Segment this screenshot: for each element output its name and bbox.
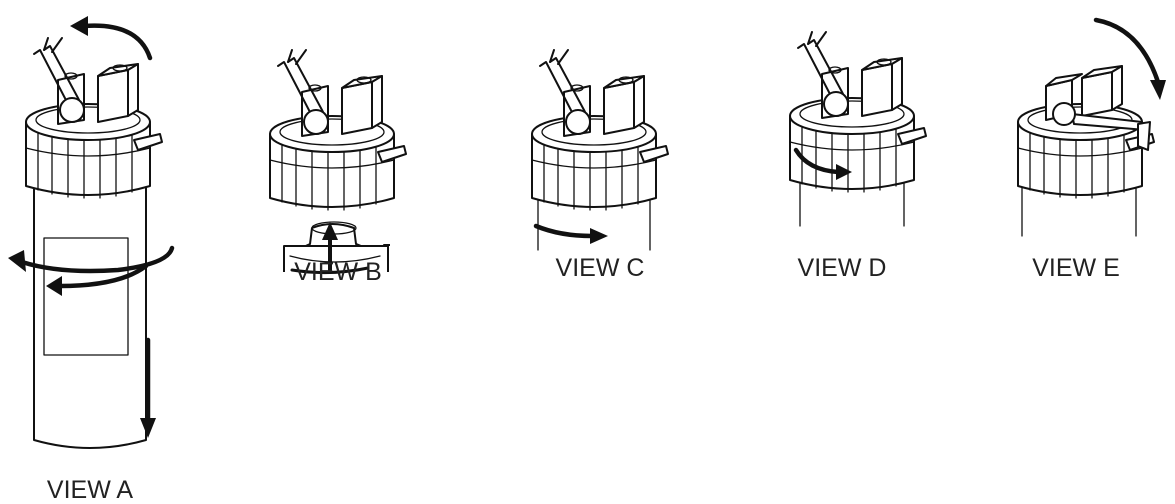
- view-d-label: VIEW D: [798, 254, 887, 282]
- view-c-label: VIEW C: [556, 254, 645, 282]
- view-a-figure: [8, 16, 175, 449]
- view-d-figure: [789, 31, 927, 227]
- view-c-figure: [531, 49, 669, 251]
- view-a-label: VIEW A: [47, 476, 133, 504]
- view-b-label: VIEW B: [294, 258, 382, 286]
- view-e-label: VIEW E: [1032, 254, 1120, 282]
- view-b-figure: [269, 49, 407, 275]
- view-e-figure: [1017, 17, 1166, 237]
